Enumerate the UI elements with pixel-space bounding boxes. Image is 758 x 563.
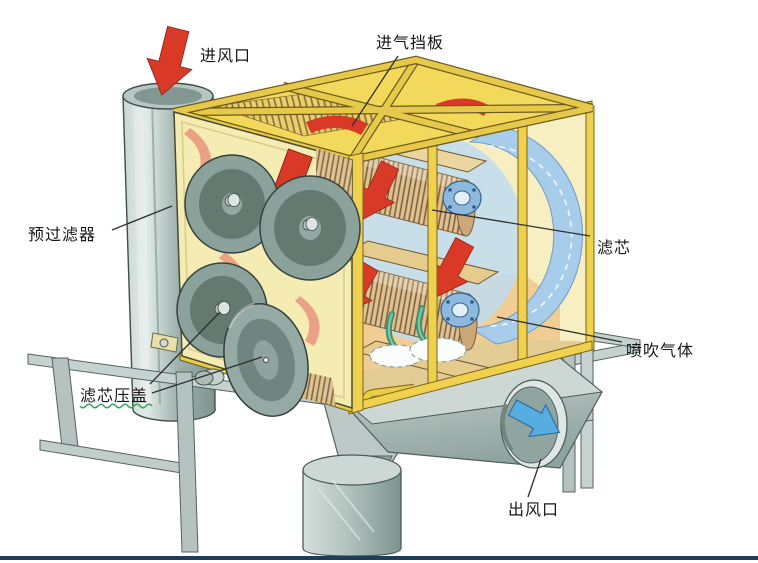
- stand-brace: [39, 439, 189, 475]
- label-air-outlet: 出风口: [508, 500, 559, 519]
- leader-line: [527, 458, 542, 498]
- filter-cover-disc: [259, 175, 361, 281]
- leader-line: [351, 55, 399, 127]
- dust-bin: [302, 454, 402, 557]
- foot-bracket: [150, 332, 179, 353]
- spray-nozzles-icon: [369, 305, 467, 368]
- stand-leg: [51, 357, 79, 448]
- frame-post: [427, 135, 438, 389]
- label-cartridge-cover: 滤芯压盖: [80, 386, 148, 405]
- pulse-valve: [440, 292, 480, 328]
- cylinder-highlight: [133, 99, 151, 407]
- label-pre-filter: 预过滤器: [28, 225, 96, 244]
- cabinet-top: [172, 55, 594, 165]
- label-pulse-gas: 喷吹气体: [626, 341, 694, 360]
- footer-divider-bar: [0, 556, 758, 560]
- squiggly-underline: [79, 403, 153, 409]
- stand-leg: [175, 371, 199, 553]
- leader-line: [151, 356, 263, 394]
- leader-lines: [111, 55, 623, 498]
- cabinet-front-panel: [150, 111, 361, 417]
- leader-line: [149, 311, 221, 385]
- label-filter-cartridge: 滤芯: [597, 238, 631, 257]
- leader-line: [111, 205, 173, 231]
- label-air-inlet: 进风口: [200, 46, 251, 65]
- frame-post: [585, 105, 595, 351]
- leader-line: [496, 316, 623, 343]
- air-puff: [409, 337, 467, 363]
- detached-cover-disc: [223, 302, 309, 417]
- frame-post: [517, 117, 528, 366]
- label-intake-baffle: 进气挡板: [376, 33, 444, 52]
- leader-line: [431, 209, 591, 237]
- filter-cover-disc: [184, 154, 280, 254]
- pulse-valve: [442, 180, 482, 216]
- inlet-opening: [134, 87, 202, 105]
